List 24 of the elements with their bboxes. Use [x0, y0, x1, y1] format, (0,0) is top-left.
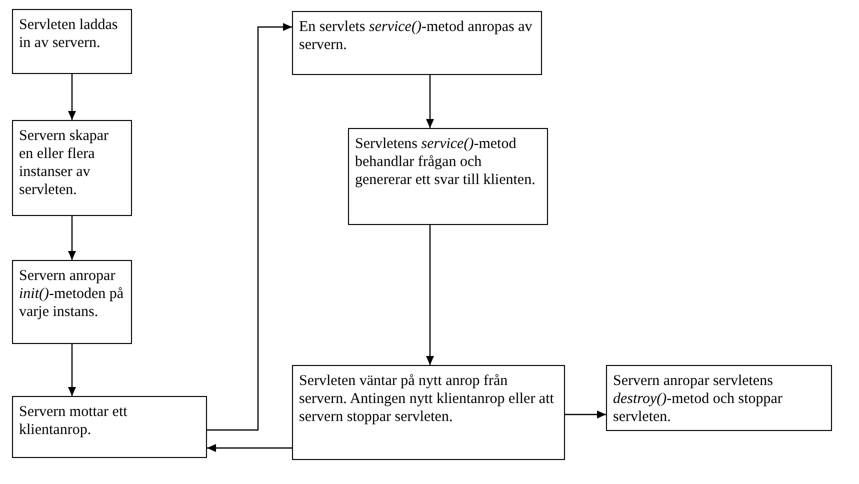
step-text: Servleten väntar på nytt anrop från servern. Antingen nytt klientanrop eller att servern stoppar servleten.: [299, 372, 555, 426]
arrow: [68, 344, 76, 396]
arrow: [68, 216, 76, 260]
step-text: Servern anropar init()-metoden på varje instans.: [19, 267, 125, 321]
process-box: [606, 365, 832, 431]
process-box: [12, 260, 132, 344]
arrow: [207, 23, 292, 431]
process-box: [12, 120, 132, 216]
step-text: Servletens service()-metod behandlar frågan och genererar ett svar till klienten.: [355, 135, 536, 189]
step-text: En servlets service()-metod anropas av servern.: [299, 18, 534, 54]
arrow: [207, 444, 292, 452]
arrow: [565, 410, 606, 418]
arrow: [426, 225, 434, 365]
step-text: Servern anropar servletens destroy()-metod och stoppar servleten.: [613, 372, 784, 426]
step-text: Servleten laddas in av servern.: [19, 16, 119, 52]
step-text: Servern skapar en eller flera instanser av servleten.: [19, 127, 110, 199]
arrow: [68, 74, 76, 120]
process-box: [348, 128, 548, 225]
process-box: [12, 9, 132, 74]
arrow: [426, 75, 434, 128]
process-box: [12, 396, 207, 458]
process-box: [292, 365, 565, 460]
step-text: Servern mottar ett klientanrop.: [19, 403, 128, 439]
process-box: [292, 11, 542, 75]
